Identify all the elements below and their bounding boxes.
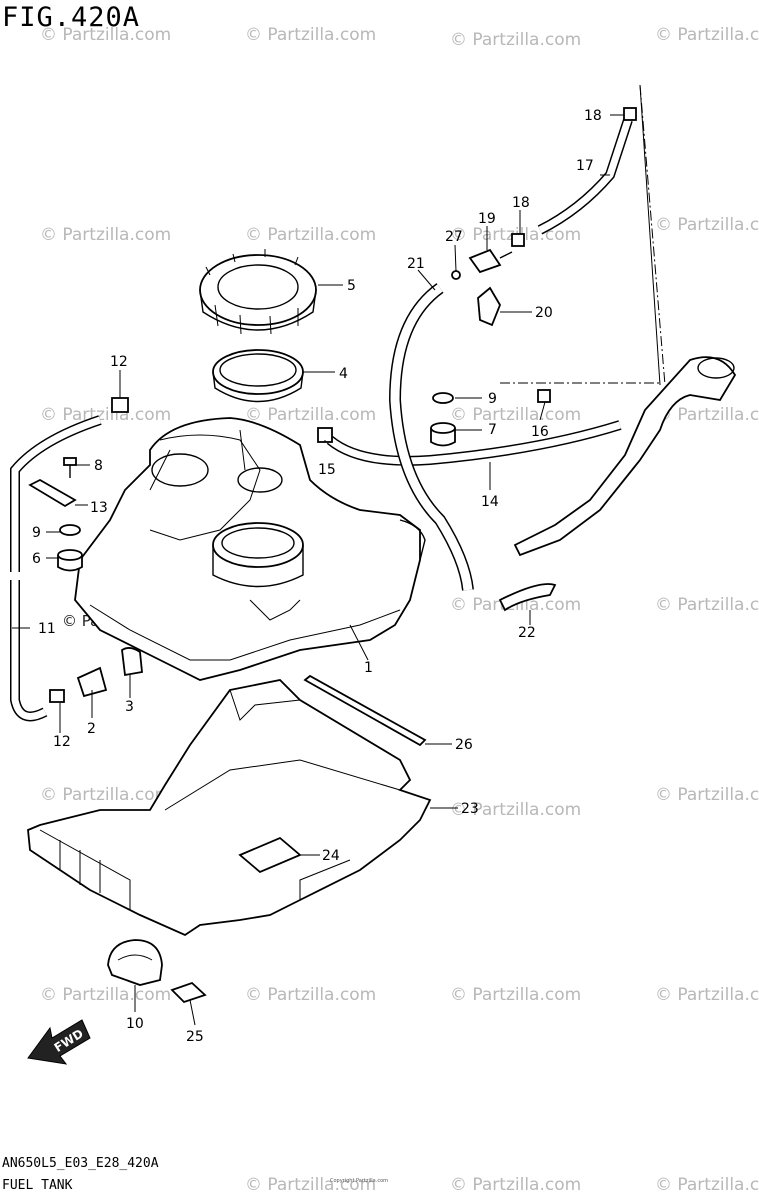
watermark: © Partzilla.com	[450, 800, 581, 820]
part-holder	[477, 286, 501, 327]
callout-9-right: 9	[488, 391, 497, 407]
part-filler-neck	[513, 356, 737, 557]
part-clip-22	[498, 583, 557, 612]
part-clip	[28, 478, 77, 508]
callout-17: 17	[576, 158, 594, 174]
callout-11: 11	[38, 621, 56, 637]
part-strip	[303, 674, 427, 747]
reference-lines	[500, 84, 666, 386]
part-grommet-right	[430, 422, 456, 447]
callout-16: 16	[531, 424, 549, 440]
part-damper	[76, 666, 108, 698]
callout-3: 3	[125, 699, 134, 715]
watermark: © Partzilla.com	[245, 1175, 376, 1195]
callout-22: 22	[518, 625, 536, 641]
part-under-cover	[27, 679, 432, 937]
watermark: © Partzilla.com	[655, 215, 759, 235]
part-pad	[170, 981, 207, 1004]
callout-labels: 1 2 3 4 5 6 7 8 9 9 10 11 12 12 13 14 15…	[32, 108, 602, 1045]
watermark: © Partzilla.com	[655, 785, 759, 805]
figure-code: AN650L5_E03_E28_420A	[2, 1156, 159, 1171]
part-clamp-16	[537, 389, 551, 403]
callout-1: 1	[364, 660, 373, 676]
watermark: © Partzilla.com	[40, 985, 171, 1005]
part-lock-ring	[199, 249, 317, 335]
watermark: © Partzilla.com	[450, 30, 581, 50]
part-clamp-15	[317, 427, 333, 443]
fwd-arrow-icon: FWD	[27, 1019, 91, 1065]
leader-lines	[12, 114, 624, 1026]
watermark: © Partzilla.com	[245, 25, 376, 45]
callout-12-lower: 12	[53, 734, 71, 750]
watermark: © Partzilla.com	[40, 405, 171, 425]
watermark: © Partzilla.com	[40, 225, 171, 245]
watermark: © Partzilla.com	[450, 405, 581, 425]
callout-24: 24	[322, 848, 340, 864]
part-clamp-lower	[49, 689, 65, 703]
watermark: © Partzilla.com	[655, 405, 759, 425]
callout-12-upper: 12	[110, 354, 128, 370]
part-bolt	[63, 457, 77, 478]
callout-27: 27	[445, 229, 463, 245]
callout-21: 21	[407, 256, 425, 272]
part-bracket	[121, 647, 143, 677]
callout-5: 5	[347, 278, 356, 294]
watermark: © Partzilla.com	[245, 405, 376, 425]
callout-6: 6	[32, 551, 41, 567]
callout-18-mid: 18	[512, 195, 530, 211]
callout-13: 13	[90, 500, 108, 516]
part-clip-27	[451, 270, 461, 280]
part-cushion	[107, 939, 163, 986]
part-grommet-left	[57, 549, 83, 572]
fine-print: Copyright Partzilla.com	[330, 1178, 389, 1184]
callout-26: 26	[455, 737, 473, 753]
part-clamp-18-top	[623, 107, 637, 121]
part-hose-14	[326, 420, 622, 466]
callout-18-top: 18	[584, 108, 602, 124]
callout-15: 15	[318, 462, 336, 478]
callout-23: 23	[461, 801, 479, 817]
callout-8: 8	[94, 458, 103, 474]
callout-9-left: 9	[32, 525, 41, 541]
callout-2: 2	[87, 721, 96, 737]
watermark: © Partzilla.com	[655, 25, 759, 45]
callout-14: 14	[481, 494, 499, 510]
watermark: © Partzilla.com	[655, 985, 759, 1005]
part-clamp-18-mid	[511, 233, 525, 247]
part-clamp-upper	[111, 397, 129, 413]
watermark: © Partzilla.com	[245, 985, 376, 1005]
callout-20: 20	[535, 305, 553, 321]
callout-4: 4	[339, 366, 348, 382]
figure-title: FIG.420A	[2, 2, 141, 33]
watermark: © Partzilla.com	[450, 1175, 581, 1195]
watermark: © Partzilla.com	[655, 1175, 759, 1195]
callout-19: 19	[478, 211, 496, 227]
callout-10: 10	[126, 1016, 144, 1032]
part-valve	[468, 248, 513, 274]
watermark: © Partzilla.com	[450, 985, 581, 1005]
callout-7: 7	[488, 422, 497, 438]
part-hose-17	[537, 118, 633, 235]
part-gasket	[212, 349, 304, 403]
part-washer-right	[432, 392, 454, 404]
figure-caption: FUEL TANK	[2, 1178, 73, 1193]
part-hose-left	[10, 415, 102, 722]
watermark: © Partzilla.com	[655, 595, 759, 615]
part-washer-left	[59, 524, 81, 536]
callout-25: 25	[186, 1029, 204, 1045]
watermark: © Partzilla.com	[40, 785, 171, 805]
part-fuel-tank	[74, 417, 426, 681]
watermark: © Partzilla.com	[245, 225, 376, 245]
part-hose-21	[388, 283, 474, 591]
watermark: © Partzilla.com	[40, 25, 171, 45]
hose-break	[5, 572, 25, 580]
